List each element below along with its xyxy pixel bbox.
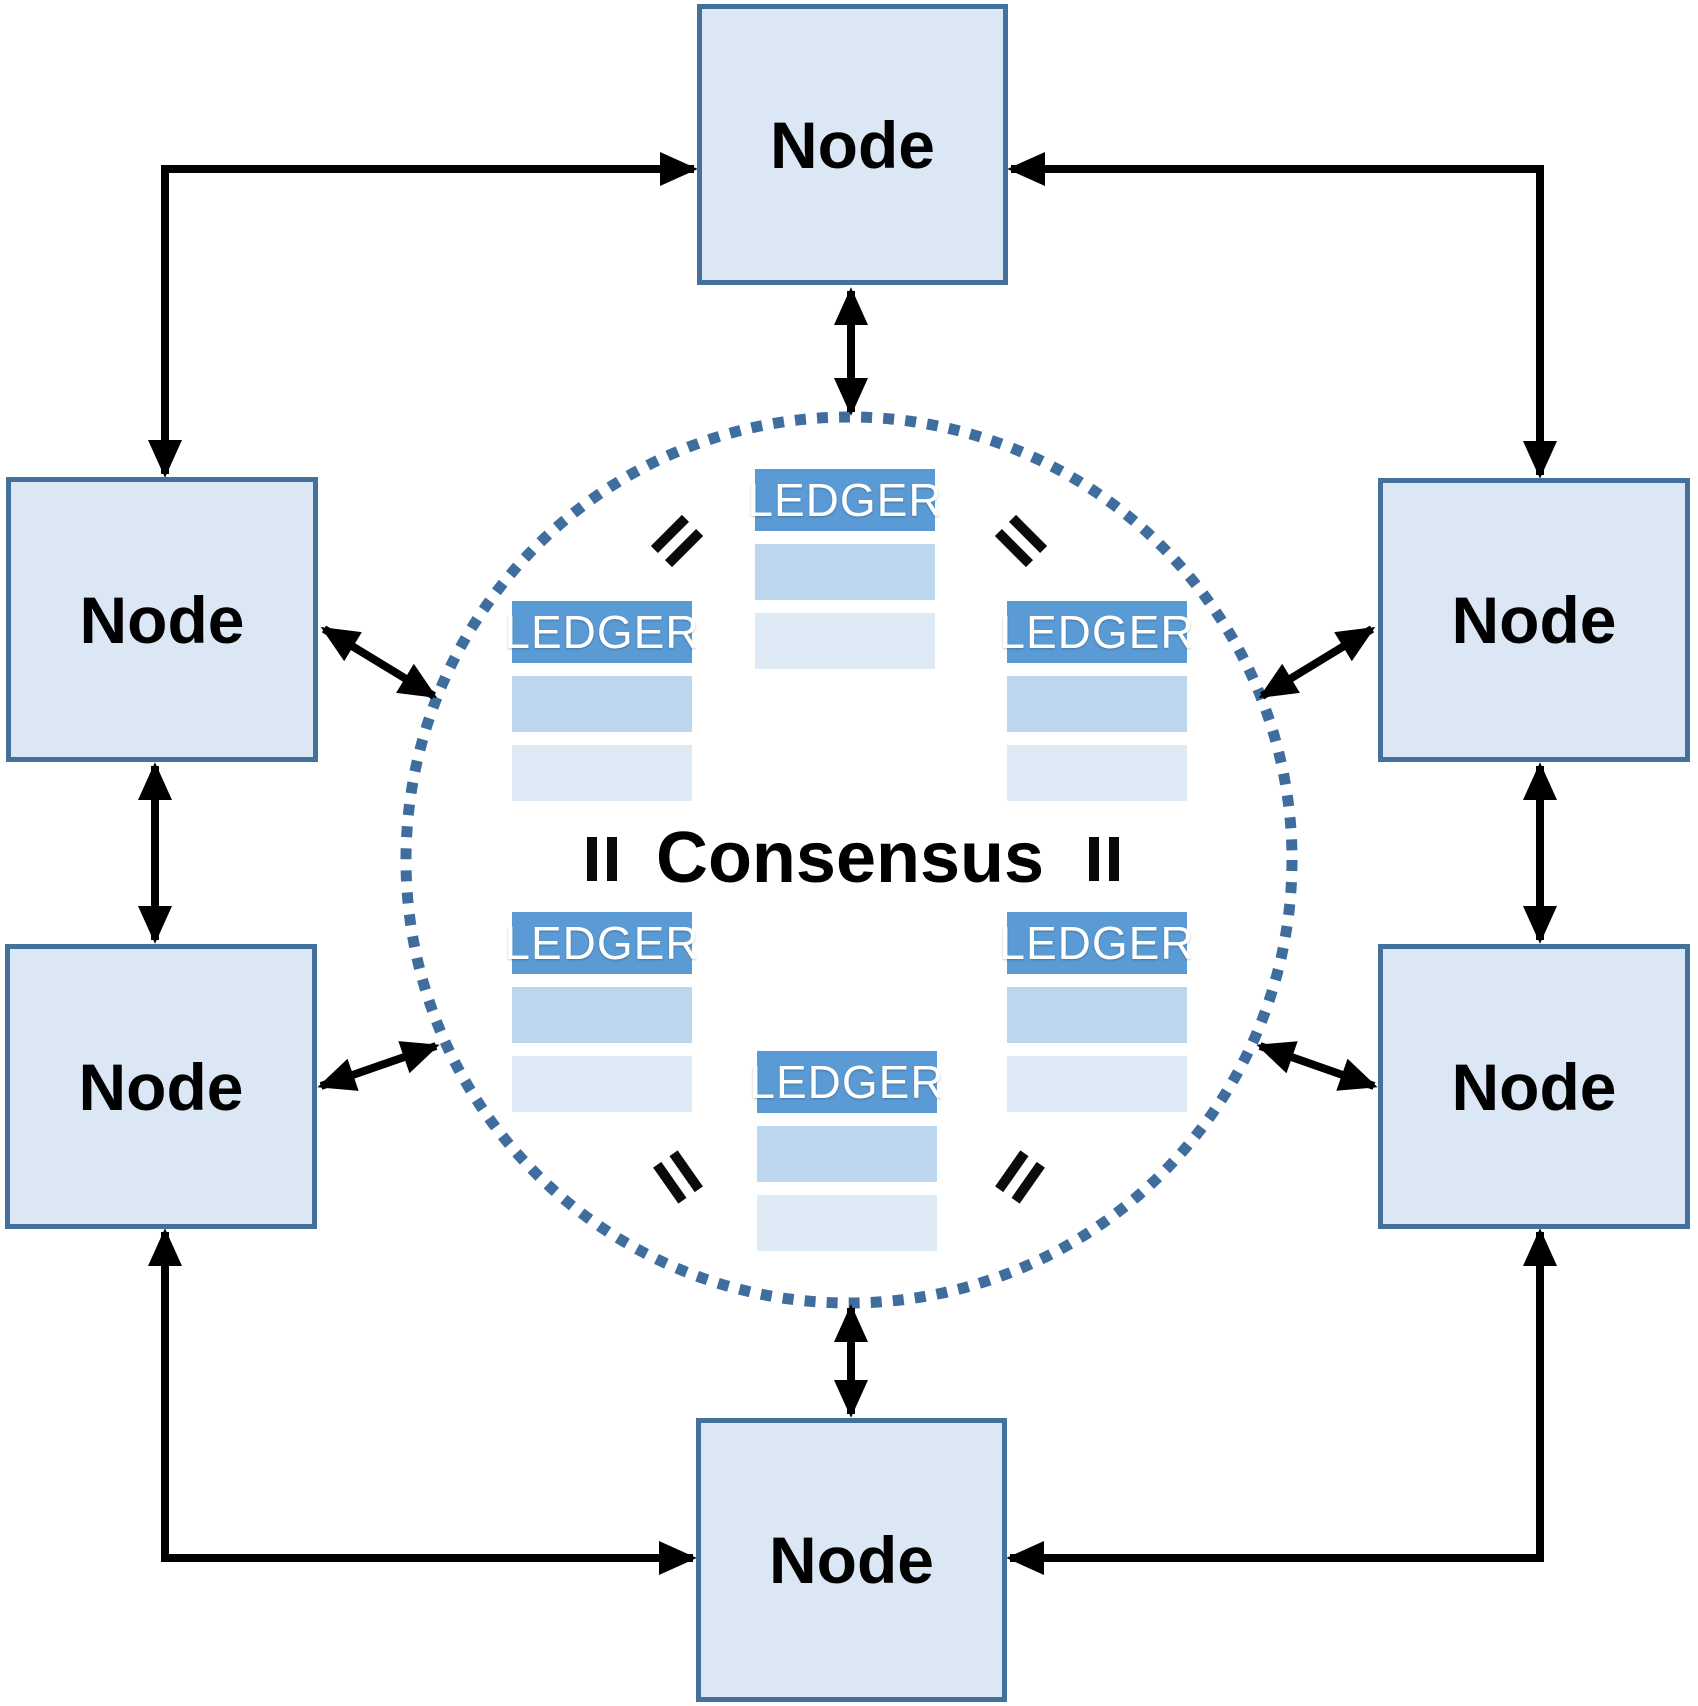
node-bottom: Node [696,1418,1007,1702]
ledger-row [1007,676,1187,732]
ledger-table-middle-right: LEDGER [999,601,1194,801]
node-label: Node [1451,1049,1617,1124]
node-label: Node [769,1523,934,1597]
ledger-header: LEDGER [504,601,699,663]
ledger-header: LEDGER [747,469,942,531]
node-upper-right: Node [1378,478,1690,762]
ledger-table-middle-left: LEDGER [504,601,699,801]
ledger-table-bottom-center: LEDGER [749,1051,944,1251]
ledger-row [757,1126,937,1182]
arrow-corner-bottom-right [1006,1228,1557,1575]
node-label: Node [770,107,935,182]
consensus-label: Consensus [655,818,1045,898]
ledger-row [755,613,935,669]
equals-mark-middle-right [1089,837,1119,881]
ledger-row [757,1195,937,1251]
node-label: Node [1451,583,1617,657]
ledger-row [755,544,935,600]
ledger-row [512,676,692,732]
ledger-table-lower-left: LEDGER [504,912,699,1112]
equals-mark-top-right [994,514,1048,568]
ledger-row [512,1056,692,1112]
ledger-header: LEDGER [999,601,1194,663]
ledger-table-top-center: LEDGER [747,469,942,669]
equals-mark-top-left [650,514,704,568]
equals-mark-bottom-right [995,1150,1045,1204]
node-label: Node [78,1049,244,1124]
ledger-header: LEDGER [504,912,699,974]
ledger-header: LEDGER [999,912,1194,974]
ledger-row [1007,987,1187,1043]
ledger-table-lower-right: LEDGER [999,912,1194,1112]
arrow-upper-right-node-circle [1258,625,1376,700]
node-top: Node [697,4,1008,285]
arrow-corner-top-right [1007,152,1557,479]
ledger-row [1007,1056,1187,1112]
ledger-header: LEDGER [749,1051,944,1113]
arrow-upper-left-node-circle [320,625,438,700]
node-label: Node [79,582,245,657]
arrow-lower-left-node-circle [317,1041,440,1091]
ledger-row [1007,745,1187,801]
node-lower-right: Node [1378,944,1690,1229]
node-lower-left: Node [5,944,317,1229]
arrow-lower-right-node-circle [1256,1041,1378,1091]
arrow-corner-top-left [148,152,698,478]
arrow-corner-bottom-left [148,1228,697,1575]
consensus-circle [400,411,1298,1309]
ledger-row [512,745,692,801]
node-upper-left: Node [6,477,318,762]
ledger-row [512,987,692,1043]
equals-mark-bottom-left [653,1150,703,1204]
equals-mark-middle-left [587,837,617,881]
